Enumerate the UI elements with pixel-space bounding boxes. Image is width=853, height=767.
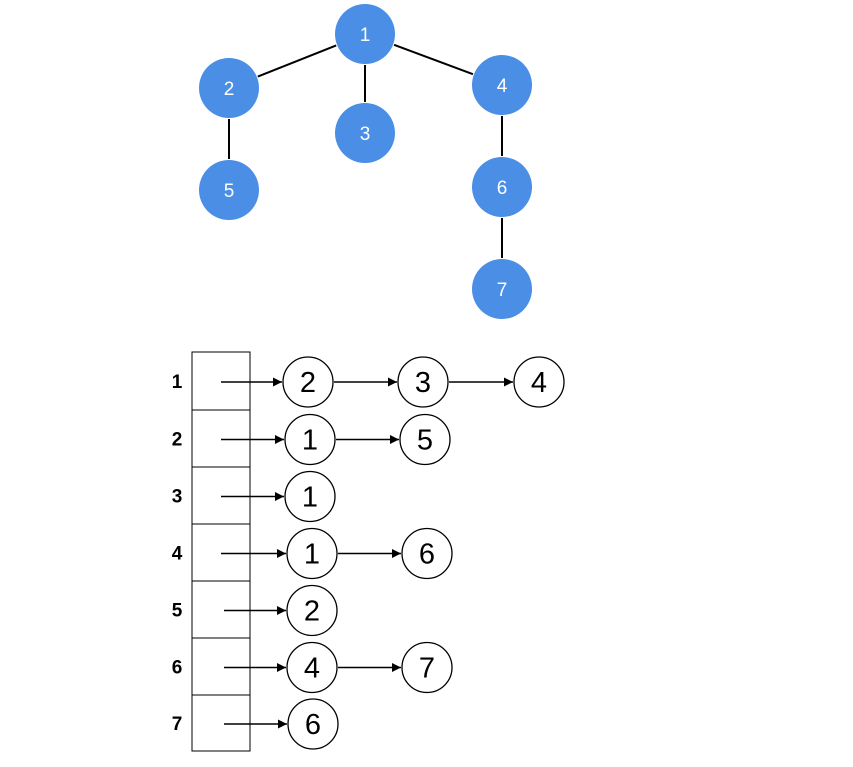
- list-node-label: 6: [419, 539, 435, 571]
- list-node-2: 2: [282, 356, 334, 408]
- list-node-circle: [284, 413, 336, 466]
- list-node-circle: [399, 413, 451, 466]
- adjacency-row-7: 7: [172, 694, 251, 752]
- adjacency-cell: [191, 409, 251, 468]
- tree-node-4: 4: [472, 55, 532, 115]
- tree-node-label: 6: [497, 178, 508, 199]
- tree-edge-1-2: [257, 44, 337, 78]
- tree-node-label: 7: [497, 280, 508, 301]
- adjacency-cell: [191, 351, 251, 411]
- list-node-circle: [287, 698, 339, 750]
- tree-node-label: 3: [360, 124, 371, 145]
- list-node-circle: [282, 356, 334, 408]
- adjacency-cell: [191, 580, 251, 639]
- list-node-6: 6: [287, 698, 339, 750]
- list-node-1: 1: [286, 527, 338, 580]
- list-node-label: 2: [304, 596, 320, 628]
- adjacency-cell: [191, 694, 251, 752]
- adjacency-cell: [191, 637, 251, 696]
- tree-node-label: 4: [497, 76, 508, 97]
- list-node-label: 5: [417, 425, 433, 457]
- list-node-4: 4: [286, 641, 338, 694]
- list-node-5: 5: [399, 413, 451, 466]
- list-node-label: 1: [302, 482, 318, 514]
- adjacency-row-label: 2: [172, 430, 183, 451]
- adjacency-row-label: 6: [172, 658, 183, 679]
- adjacency-row-label: 4: [172, 544, 183, 565]
- list-node-6: 6: [401, 527, 453, 580]
- adjacency-row-3: 3: [172, 466, 251, 525]
- list-node-label: 1: [302, 425, 318, 457]
- list-node-circle: [286, 527, 338, 580]
- adjacency-cell: [191, 466, 251, 525]
- list-node-circle: [286, 641, 338, 694]
- adjacency-chain-5: 2: [224, 584, 338, 637]
- list-node-label: 2: [300, 367, 316, 399]
- tree-node-label: 5: [224, 181, 235, 202]
- list-node-label: 1: [304, 539, 320, 571]
- adjacency-row-label: 7: [172, 714, 183, 735]
- adjacency-row-1: 1: [172, 351, 251, 411]
- list-node-circle: [397, 356, 449, 408]
- list-node-circle: [513, 356, 565, 408]
- list-node-7: 7: [401, 641, 453, 694]
- tree-nodes: 1 2 3 4 5 6 7: [199, 4, 532, 319]
- tree-node-circle: [472, 157, 532, 217]
- tree-node-circle: [472, 55, 532, 115]
- adjacency-list-table: 1 2 3 4 5 6 7: [172, 351, 251, 752]
- list-node-1: 1: [284, 470, 336, 523]
- adjacency-chain-7: 6: [224, 698, 339, 750]
- adjacency-row-2: 2: [172, 409, 251, 468]
- tree-node-circle: [335, 4, 395, 64]
- tree-node-circle: [199, 58, 259, 118]
- adjacency-row-label: 3: [172, 487, 183, 508]
- tree-node-circle: [335, 103, 395, 163]
- adjacency-row-label: 5: [172, 601, 183, 622]
- tree-node-circle: [472, 259, 532, 319]
- tree-node-label: 2: [224, 79, 235, 100]
- list-node-3: 3: [397, 356, 449, 408]
- list-node-circle: [401, 527, 453, 580]
- adjacency-cell: [191, 523, 251, 582]
- list-node-4: 4: [513, 356, 565, 408]
- tree-node-label: 1: [360, 25, 371, 46]
- adjacency-row-4: 4: [172, 523, 251, 582]
- list-node-label: 7: [419, 653, 435, 685]
- list-node-circle: [401, 641, 453, 694]
- adjacency-row-label: 1: [172, 372, 183, 393]
- tree-node-6: 6: [472, 157, 532, 217]
- adjacency-row-6: 6: [172, 637, 251, 696]
- list-node-label: 4: [531, 367, 547, 399]
- tree-edges: [228, 43, 503, 258]
- list-node-2: 2: [286, 584, 338, 637]
- tree-node-5: 5: [199, 160, 259, 220]
- adjacency-chain-3: 1: [221, 470, 336, 523]
- tree-node-3: 3: [335, 103, 395, 163]
- tree-node-circle: [199, 160, 259, 220]
- list-node-1: 1: [284, 413, 336, 466]
- tree-node-2: 2: [199, 58, 259, 118]
- list-node-label: 4: [304, 653, 320, 685]
- list-node-label: 6: [305, 709, 321, 741]
- list-node-label: 3: [415, 367, 431, 399]
- adjacency-row-5: 5: [172, 580, 251, 639]
- tree-node-1: 1: [335, 4, 395, 64]
- adjacency-chain-1: 2 3 4: [221, 356, 565, 408]
- tree-edge-1-4: [393, 43, 474, 76]
- list-node-circle: [284, 470, 336, 523]
- list-node-circle: [286, 584, 338, 637]
- tree-node-7: 7: [472, 259, 532, 319]
